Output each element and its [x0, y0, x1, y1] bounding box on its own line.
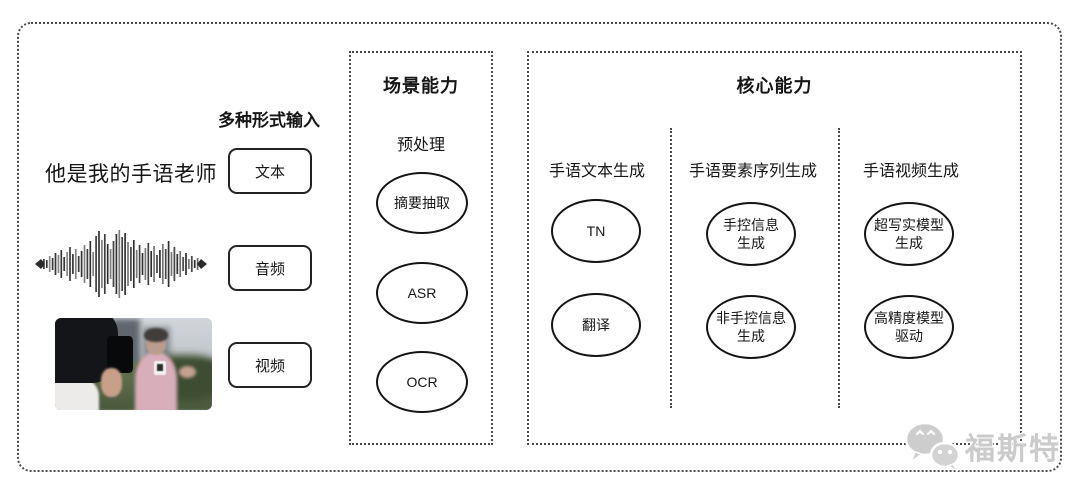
wechat-chat-bubbles-icon [904, 421, 961, 472]
video-reporter-hair [144, 328, 169, 342]
column-divider-1 [670, 128, 672, 408]
video-thumbnail [55, 318, 212, 410]
node-manual-info-gen: 手控信息 生成 [706, 202, 796, 266]
watermark-label: 福斯特 [965, 433, 1061, 466]
watermark: 福斯特 [903, 420, 1061, 472]
node-summary-extraction: 摘要抽取 [376, 172, 468, 234]
video-camera-lens [106, 336, 134, 374]
node-ocr: OCR [376, 351, 468, 413]
input-section-header: 多种形式输入 [218, 111, 320, 130]
column-divider-2 [838, 128, 840, 408]
node-tn: TN [551, 199, 641, 263]
input-box-video: 视频 [228, 342, 312, 388]
core-capability-box: 核心能力 手语文本生成 手语要素序列生成 手语视频生成 TN 翻译 手控信息 生… [527, 51, 1022, 445]
node-translation: 翻译 [551, 293, 641, 357]
column-header-text-generation: 手语文本生成 [548, 163, 646, 180]
input-box-text: 文本 [228, 148, 312, 194]
input-box-audio: 音频 [228, 245, 312, 291]
video-microphone-logo [157, 364, 164, 372]
scene-capability-box: 场景能力 预处理 摘要抽取 ASR OCR [349, 51, 493, 445]
node-high-precision-model: 高精度模型 驱动 [864, 295, 954, 359]
video-photographer-hand [100, 367, 123, 398]
scene-box-title: 场景能力 [383, 76, 459, 96]
node-non-manual-info-gen: 非手控信息 生成 [706, 295, 796, 359]
column-header-element-sequence: 手语要素序列生成 [688, 163, 818, 180]
outer-dotted-frame [17, 22, 1062, 472]
video-reporter-hand [179, 365, 197, 378]
sample-sentence-text: 他是我的手语老师 [45, 163, 217, 186]
column-header-video-generation: 手语视频生成 [862, 163, 960, 180]
input-box-audio-label: 音频 [254, 260, 285, 278]
core-box-title: 核心能力 [736, 76, 813, 96]
preprocess-label: 预处理 [396, 137, 445, 154]
audio-waveform [35, 230, 207, 298]
input-box-video-label: 视频 [254, 357, 285, 375]
node-hyperrealistic-model: 超写实模型 生成 [864, 202, 954, 266]
input-box-text-label: 文本 [254, 163, 285, 181]
node-asr: ASR [376, 262, 468, 324]
